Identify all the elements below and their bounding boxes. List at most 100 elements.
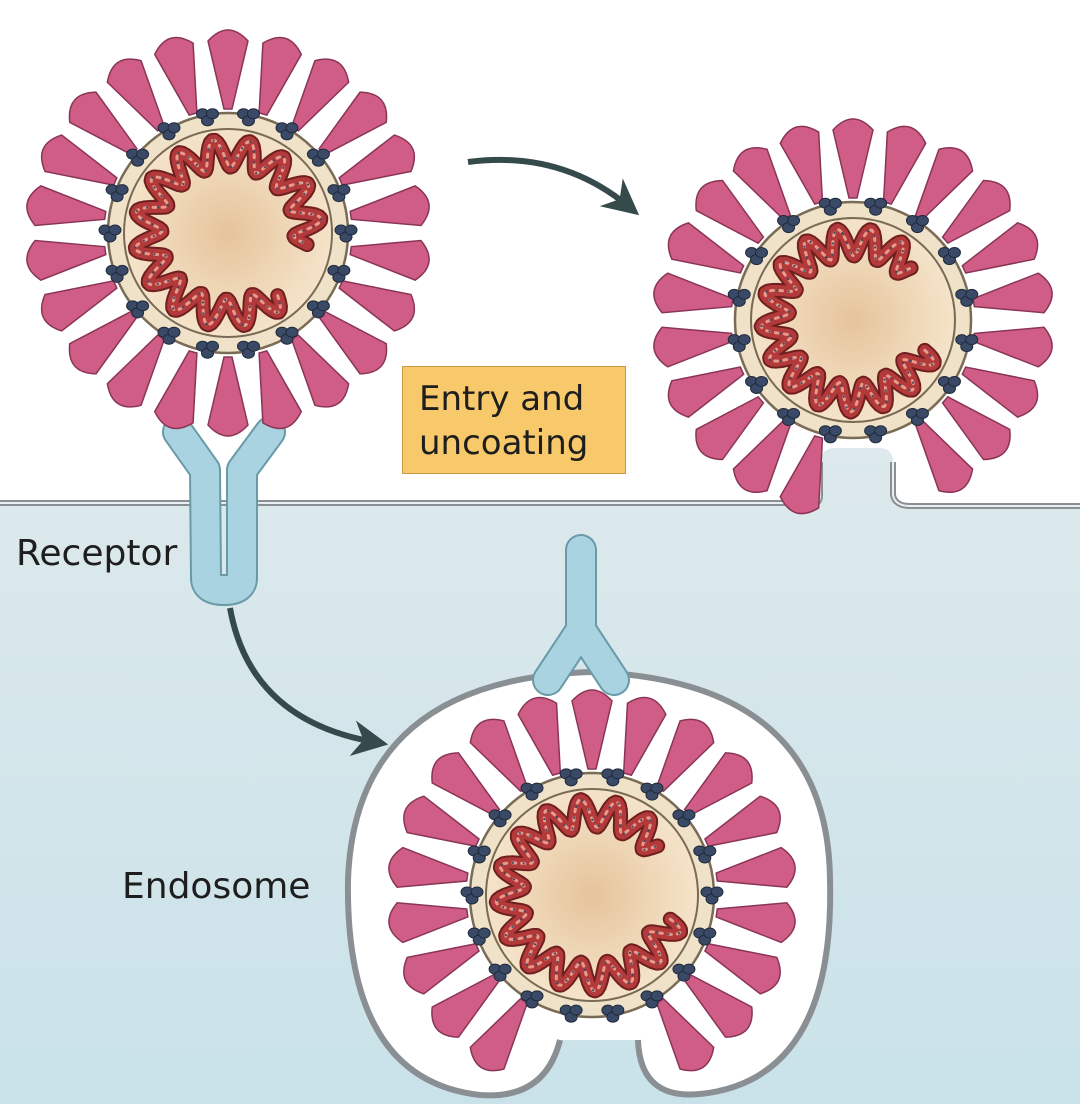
spike-protein xyxy=(290,58,350,132)
spike-protein xyxy=(961,222,1039,274)
spike-protein xyxy=(318,91,388,156)
spike-protein xyxy=(941,179,1011,245)
spike-protein xyxy=(732,147,792,221)
spike-protein xyxy=(695,179,765,245)
arrow-to-uncoating xyxy=(467,156,640,216)
membrane-protein xyxy=(864,425,888,444)
spike-protein xyxy=(695,395,765,461)
spike-protein xyxy=(667,366,745,418)
spike-protein xyxy=(26,239,107,281)
membrane-protein xyxy=(559,768,583,787)
coronavirus-particle-icon xyxy=(26,29,430,437)
spike-protein xyxy=(403,942,480,995)
spike-protein xyxy=(653,272,734,314)
membrane-protein xyxy=(818,197,842,216)
membrane-protein xyxy=(727,288,751,307)
membrane-protein xyxy=(672,809,696,828)
membrane-protein xyxy=(306,300,330,319)
spike-protein xyxy=(318,310,388,375)
spike-protein xyxy=(68,91,138,156)
membrane-protein xyxy=(334,224,358,243)
membrane-protein xyxy=(126,300,150,319)
membrane-protein xyxy=(864,197,888,216)
membrane-protein xyxy=(777,215,801,234)
membrane-protein xyxy=(467,845,491,864)
spike-protein xyxy=(338,134,416,186)
spike-protein xyxy=(338,280,416,332)
spike-protein xyxy=(704,795,781,848)
membrane-protein xyxy=(236,108,260,127)
spike-protein xyxy=(914,419,974,493)
membrane-protein xyxy=(955,334,979,353)
membrane-protein xyxy=(275,122,299,141)
stage-label-box: Entry and uncoating xyxy=(402,366,626,474)
spike-protein xyxy=(40,280,118,332)
spike-protein xyxy=(972,272,1053,314)
spike-protein xyxy=(667,222,745,274)
membrane-protein xyxy=(640,990,664,1009)
spike-protein xyxy=(622,696,667,777)
membrane-protein xyxy=(905,215,929,234)
membrane-protein xyxy=(672,963,696,982)
membrane-protein xyxy=(905,407,929,426)
spike-protein xyxy=(655,997,715,1072)
spike-protein xyxy=(732,419,792,493)
membrane-protein xyxy=(777,407,801,426)
spike-protein xyxy=(349,239,430,281)
membrane-protein xyxy=(467,927,491,946)
spike-protein xyxy=(469,718,529,793)
spike-protein xyxy=(704,942,781,995)
membrane-protein xyxy=(700,886,724,905)
membrane-protein xyxy=(105,184,129,203)
membrane-protein xyxy=(640,782,664,801)
spike-protein xyxy=(153,349,198,430)
spike-protein xyxy=(517,696,562,777)
membrane-protein xyxy=(520,990,544,1009)
coronavirus-particle-icon xyxy=(653,118,1053,515)
spike-protein xyxy=(653,326,734,368)
spike-protein xyxy=(882,125,927,205)
coronavirus-particle-icon xyxy=(388,689,796,1072)
spike-protein xyxy=(207,29,249,110)
spike-protein xyxy=(779,435,824,515)
spike-protein xyxy=(40,134,118,186)
membrane-protein xyxy=(937,375,961,394)
spike-protein xyxy=(941,395,1011,461)
membrane-protein xyxy=(559,1004,583,1023)
membrane-protein xyxy=(275,326,299,345)
membrane-protein xyxy=(157,326,181,345)
membrane-protein xyxy=(488,963,512,982)
membrane-protein xyxy=(327,264,351,283)
membrane-protein xyxy=(955,288,979,307)
membrane-protein xyxy=(727,334,751,353)
membrane-protein xyxy=(196,340,220,359)
membrane-protein xyxy=(745,247,769,266)
receptor-y-icon xyxy=(532,534,630,696)
spike-protein xyxy=(832,118,874,199)
spike-protein xyxy=(26,185,107,227)
spike-protein xyxy=(683,752,753,817)
spike-protein xyxy=(153,36,198,117)
spike-protein xyxy=(683,973,753,1038)
spike-protein xyxy=(403,795,480,848)
spike-protein xyxy=(388,846,469,888)
spike-protein xyxy=(106,58,166,132)
spike-protein xyxy=(655,718,715,793)
membrane-protein xyxy=(488,809,512,828)
spike-protein xyxy=(258,349,303,430)
membrane-protein xyxy=(236,340,260,359)
stage-label-line-2: uncoating xyxy=(419,423,589,463)
spike-protein xyxy=(571,689,613,770)
spike-protein xyxy=(207,356,249,437)
spike-protein xyxy=(779,125,824,205)
spike-protein xyxy=(715,846,796,888)
spike-protein xyxy=(290,334,350,408)
spike-protein xyxy=(431,973,501,1038)
spike-protein xyxy=(388,902,469,944)
membrane-protein xyxy=(196,108,220,127)
spike-protein xyxy=(106,334,166,408)
membrane-protein xyxy=(601,768,625,787)
arrow-to-endosome xyxy=(227,607,389,756)
